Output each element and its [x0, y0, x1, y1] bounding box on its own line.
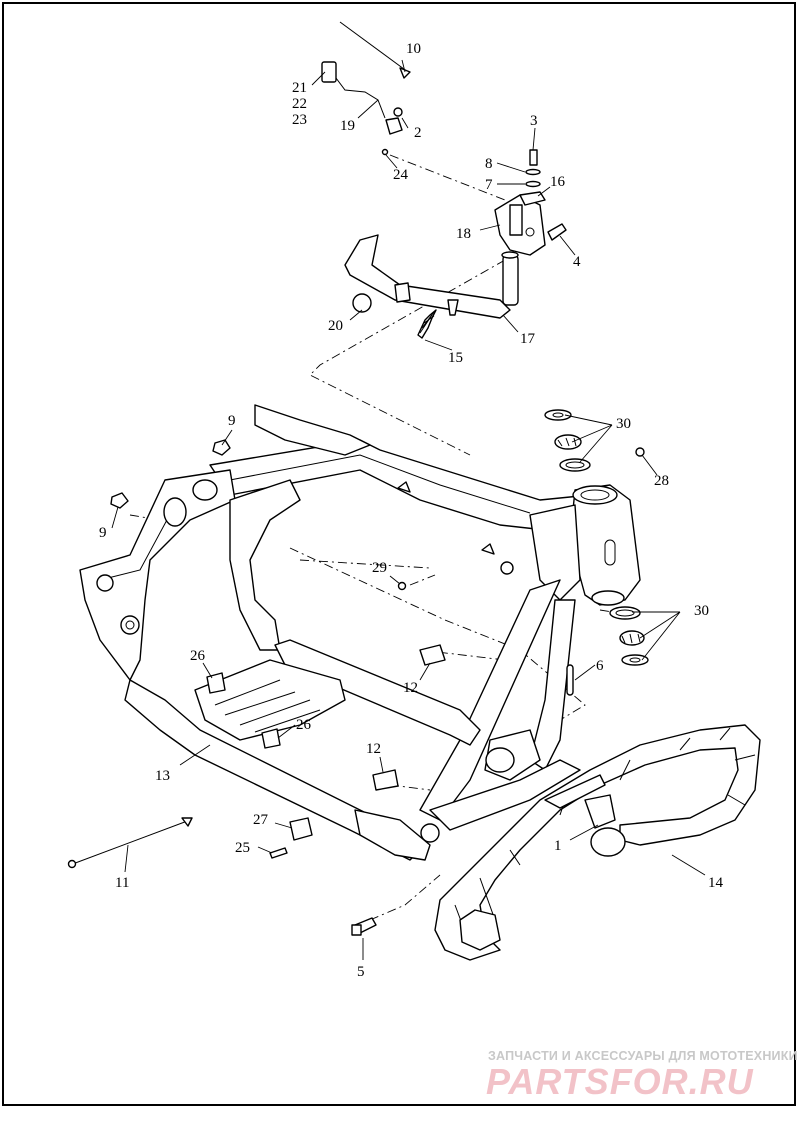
main-frame: [79, 404, 641, 861]
leader-lines: [111, 59, 706, 960]
callout-30-upper: 30: [616, 416, 631, 432]
watermark-logo: PARTSFOR.RU: [486, 1061, 754, 1102]
jiffy-stand-assembly: [321, 21, 567, 339]
steering-bearings-upper: [544, 409, 591, 472]
callout-5: 5: [357, 964, 365, 980]
callout-20: 20: [328, 318, 343, 334]
hardware: [67, 439, 645, 936]
callout-24: 24: [393, 167, 409, 183]
callout-13: 13: [155, 768, 170, 784]
callout-23: 23: [292, 112, 307, 128]
callout-26-lower: 26: [296, 717, 312, 733]
callout-21: 21: [292, 80, 307, 96]
callout-17: 17: [520, 331, 536, 347]
callout-12-lower: 12: [366, 741, 381, 757]
callout-labels: 10 21 22 23 19 2 3 8 7 16 24 18 4 20 17 …: [99, 41, 724, 980]
callout-27: 27: [253, 812, 269, 828]
callout-3: 3: [530, 113, 538, 129]
callout-30-lower: 30: [694, 603, 709, 619]
callout-16: 16: [550, 174, 566, 190]
callout-9-top: 9: [228, 413, 236, 429]
steering-bearings-lower: [609, 606, 649, 666]
engine-guard: [434, 724, 761, 961]
callout-8: 8: [485, 156, 493, 172]
callout-22: 22: [292, 96, 307, 112]
callout-1: 1: [554, 838, 562, 854]
callout-9-left: 9: [99, 525, 107, 541]
callout-25: 25: [235, 840, 250, 856]
callout-19: 19: [340, 118, 355, 134]
callout-12-upper: 12: [403, 680, 418, 696]
callout-10: 10: [406, 41, 421, 57]
callout-7: 7: [485, 177, 493, 193]
callout-11: 11: [115, 875, 129, 891]
callout-14: 14: [708, 875, 724, 891]
callout-4: 4: [573, 254, 581, 270]
diagram-border: [2, 2, 796, 1106]
callout-26-upper: 26: [190, 648, 206, 664]
callout-2: 2: [414, 125, 422, 141]
callout-18: 18: [456, 226, 471, 242]
callout-6: 6: [596, 658, 604, 674]
callout-28: 28: [654, 473, 669, 489]
callout-29: 29: [372, 560, 387, 576]
watermark-tagline: ЗАПЧАСТИ И АКСЕССУАРЫ ДЛЯ МОТОТЕХНИКИ: [488, 1049, 798, 1063]
callout-15: 15: [448, 350, 463, 366]
